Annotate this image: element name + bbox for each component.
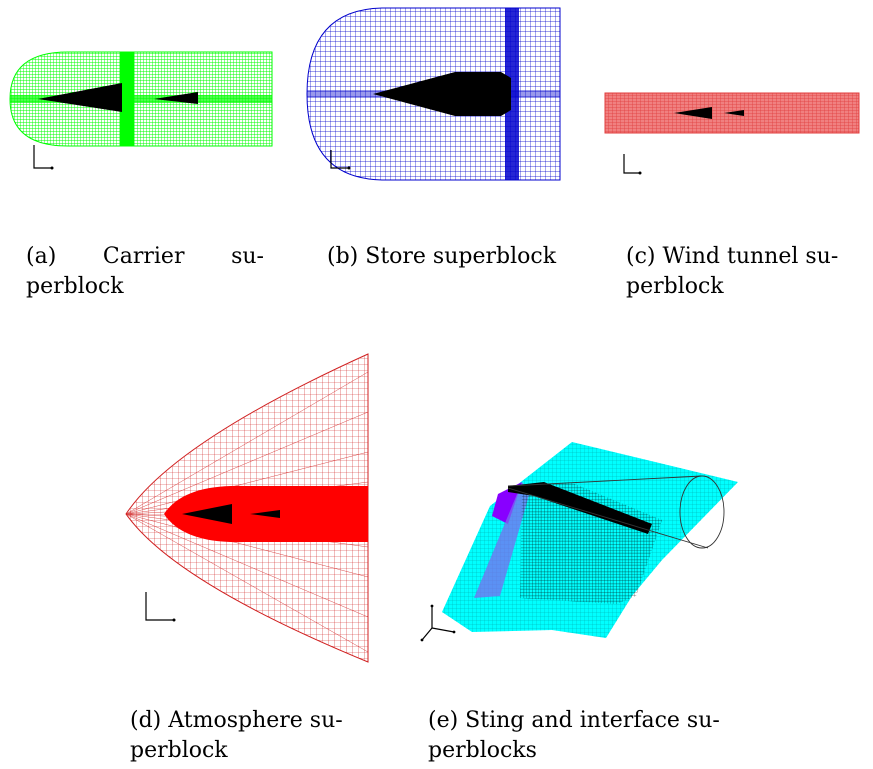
caption-d-line2: perblock xyxy=(130,738,228,763)
caption-a-label: (a) xyxy=(26,244,57,269)
caption-d-line1: (d) Atmosphere su- xyxy=(130,708,343,733)
sting-interface-superblock-mesh xyxy=(420,442,738,642)
caption-d: (d) Atmosphere su- perblock xyxy=(130,706,375,766)
caption-a-line2: perblock xyxy=(26,274,124,299)
caption-a-word1: Carrier xyxy=(102,244,185,269)
carrier-superblock-mesh xyxy=(9,51,273,170)
caption-c: (c) Wind tunnel su- perblock xyxy=(626,242,866,302)
caption-e: (e) Sting and interface su- perblocks xyxy=(428,706,768,766)
caption-a: (a) Carrier su- perblock xyxy=(26,242,264,302)
caption-e-line1: (e) Sting and interface su- xyxy=(428,708,720,733)
caption-c-line2: perblock xyxy=(626,274,724,299)
caption-c-line1: (c) Wind tunnel su- xyxy=(626,244,839,269)
store-superblock-mesh xyxy=(306,7,561,181)
wind-tunnel-superblock-mesh xyxy=(604,92,860,175)
caption-e-line2: perblocks xyxy=(428,738,537,763)
caption-a-word2: su- xyxy=(231,244,264,269)
atmosphere-superblock-mesh xyxy=(125,353,369,663)
caption-b: (b) Store superblock xyxy=(327,242,572,272)
caption-b-line1: (b) Store superblock xyxy=(327,244,557,269)
